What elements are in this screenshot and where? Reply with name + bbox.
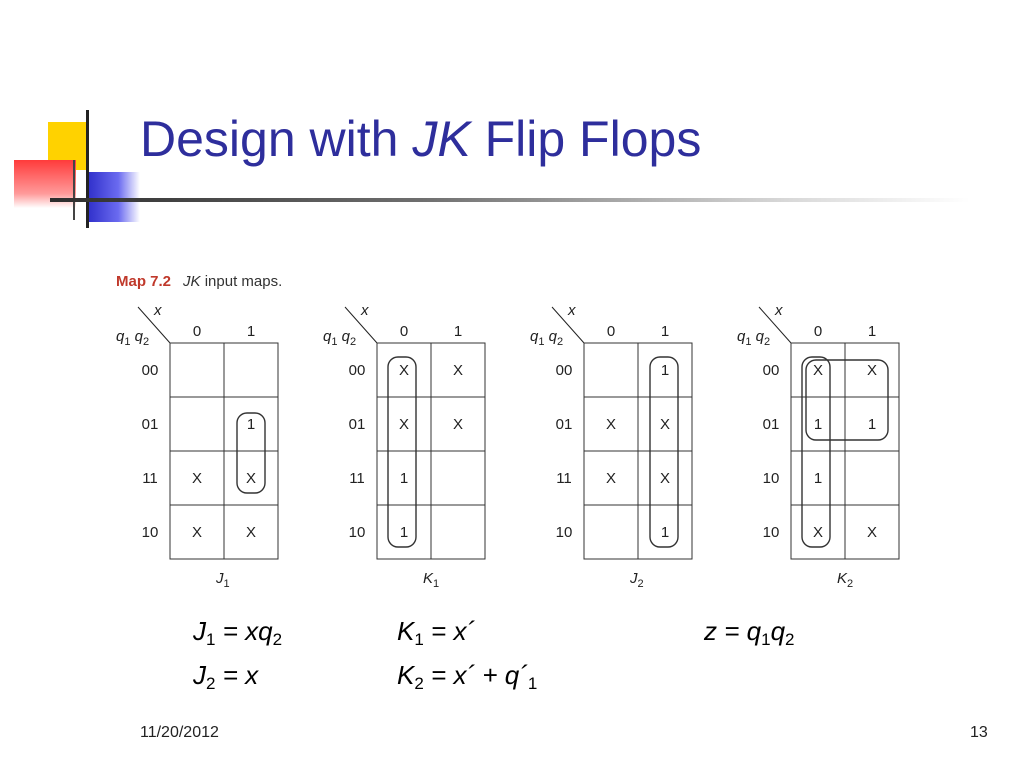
kmap-cell: X <box>606 416 616 433</box>
col-header-1: 1 <box>868 323 876 340</box>
kmap-cell: 1 <box>661 362 669 379</box>
kmap-cell: X <box>813 524 823 541</box>
var-x-label: x <box>153 302 162 319</box>
kmap-cell: 1 <box>868 416 876 433</box>
row-header: 10 <box>763 524 780 541</box>
kmap-cell: X <box>399 416 409 433</box>
var-q-label: q1 q2 <box>323 328 356 348</box>
kmap-group-loop <box>801 356 831 548</box>
kmap-group-loop <box>236 412 266 494</box>
kmap-name: J2 <box>629 570 644 590</box>
kmap-name: K2 <box>837 570 853 590</box>
kmap-name: J1 <box>215 570 230 590</box>
kmap-cell: 1 <box>400 524 408 541</box>
kmap-cell: X <box>192 524 202 541</box>
kmap-cell: X <box>399 362 409 379</box>
kmap-name: K1 <box>423 570 439 590</box>
kmap-cell: X <box>192 470 202 487</box>
kmap-cell: X <box>867 362 877 379</box>
equation-k1: K1 = x´ <box>397 616 476 649</box>
row-header: 00 <box>556 362 573 379</box>
row-header: 10 <box>763 470 780 487</box>
var-x-label: x <box>567 302 576 319</box>
col-header-1: 1 <box>454 323 462 340</box>
row-header: 01 <box>763 416 780 433</box>
kmap-cell: X <box>660 416 670 433</box>
kmap-cell: X <box>813 362 823 379</box>
col-header-1: 1 <box>661 323 669 340</box>
row-header: 00 <box>142 362 159 379</box>
row-header: 10 <box>142 524 159 541</box>
kmap-group-loop <box>649 356 679 548</box>
kmap-cell: X <box>660 470 670 487</box>
var-q-label: q1 q2 <box>737 328 770 348</box>
kmap-group-loop <box>805 359 889 441</box>
row-header: 01 <box>349 416 366 433</box>
kmap-cell: X <box>606 470 616 487</box>
equation-j1: J1 = xq2 <box>193 616 283 649</box>
deco-vertical-line <box>86 110 89 228</box>
deco-blue-block <box>86 172 140 222</box>
footer-page-number: 13 <box>970 724 988 741</box>
equation-k2: K2 = x´ + q´1 <box>397 660 538 693</box>
row-header: 11 <box>142 470 158 487</box>
kmap-cell: 1 <box>814 416 822 433</box>
kmap-cell: X <box>453 362 463 379</box>
kmap-cell: X <box>867 524 877 541</box>
row-header: 11 <box>556 470 572 487</box>
col-header-1: 1 <box>247 323 255 340</box>
col-header-0: 0 <box>607 323 615 340</box>
kmap-cell: 1 <box>661 524 669 541</box>
var-x-label: x <box>360 302 369 319</box>
col-header-0: 0 <box>400 323 408 340</box>
title-underline <box>50 198 970 202</box>
col-header-0: 0 <box>814 323 822 340</box>
kmap-cell: 1 <box>814 470 822 487</box>
row-header: 00 <box>763 362 780 379</box>
var-x-label: x <box>774 302 783 319</box>
kmap-cell: 1 <box>247 416 255 433</box>
col-header-0: 0 <box>193 323 201 340</box>
row-header: 10 <box>349 524 366 541</box>
var-q-label: q1 q2 <box>116 328 149 348</box>
row-header: 10 <box>556 524 573 541</box>
kmap-cell: X <box>453 416 463 433</box>
kmap-cell: 1 <box>400 470 408 487</box>
row-header: 01 <box>142 416 159 433</box>
kmap-cell: X <box>246 524 256 541</box>
kmap-cell: X <box>246 470 256 487</box>
equation-j2: J2 = x <box>193 660 259 693</box>
deco-vertical-line-2 <box>73 160 75 220</box>
kmap-group-loop <box>387 356 417 548</box>
row-header: 11 <box>349 470 365 487</box>
equation-z: z = q1q2 <box>704 616 795 649</box>
slide-title: Design with JK Flip Flops <box>140 111 702 167</box>
row-header: 00 <box>349 362 366 379</box>
var-q-label: q1 q2 <box>530 328 563 348</box>
row-header: 01 <box>556 416 573 433</box>
footer-date: 11/20/2012 <box>140 724 219 741</box>
